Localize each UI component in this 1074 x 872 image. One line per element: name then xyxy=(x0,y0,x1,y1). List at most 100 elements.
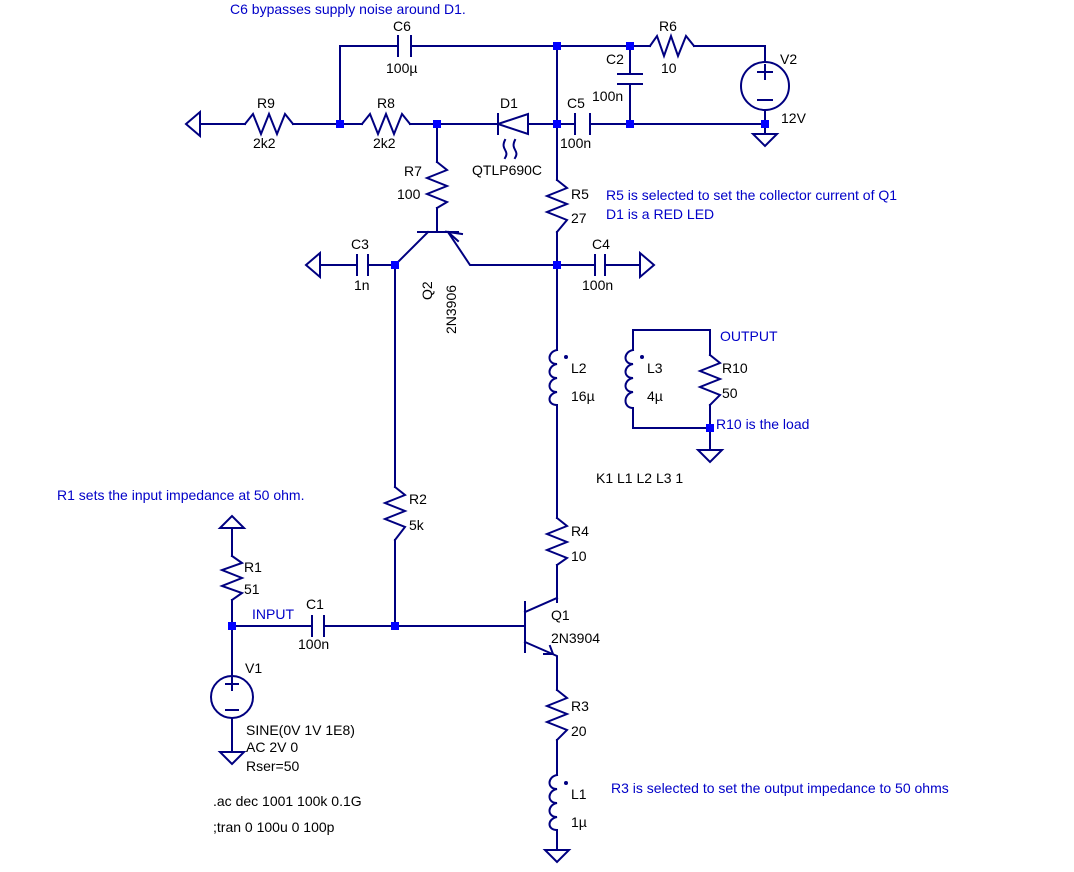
r7-zigzag xyxy=(424,160,450,210)
spice-directives: K1 L1 L2 L3 1 .ac dec 1001 100k 0.1G ;tr… xyxy=(213,470,683,835)
c3-plates xyxy=(356,254,369,276)
c2-value: 100n xyxy=(592,88,623,104)
v1-name: V1 xyxy=(245,660,262,676)
r10-comment: R10 is the load xyxy=(716,416,809,432)
grounds xyxy=(184,109,780,864)
tran-directive: ;tran 0 100u 0 100p xyxy=(213,819,335,835)
ground-icon xyxy=(542,849,572,864)
r3-zigzag xyxy=(544,688,570,742)
c5-value: 100n xyxy=(560,135,591,151)
r10-name: R10 xyxy=(722,360,748,376)
d1-name: D1 xyxy=(500,95,518,111)
r7-value: 100 xyxy=(397,186,421,202)
ground-icon xyxy=(304,250,321,280)
c6-name: C6 xyxy=(393,18,411,34)
ground-icon xyxy=(217,751,247,766)
r2-value: 5k xyxy=(409,517,425,533)
l1-name: L1 xyxy=(571,786,587,802)
r1-comment: R1 sets the input impedance at 50 ohm. xyxy=(57,487,304,503)
component-labels: C6 100µ R6 10 C2 100n V2 12V R9 2k2 R8 2… xyxy=(244,18,807,830)
comments: C6 bypasses supply noise around D1. R5 i… xyxy=(57,1,949,796)
v2-name: V2 xyxy=(780,51,797,67)
l1-value: 1µ xyxy=(571,814,587,830)
r2-zigzag xyxy=(382,485,408,542)
l2-name: L2 xyxy=(571,360,587,376)
r9-name: R9 xyxy=(257,95,275,111)
r10-value: 50 xyxy=(722,385,738,401)
capacitors xyxy=(311,35,643,637)
l2-coil xyxy=(548,348,559,407)
voltage-source-v2 xyxy=(740,61,790,111)
v2-value: 12V xyxy=(781,110,807,126)
c4-plates xyxy=(594,254,606,276)
q2-value: 2N3906 xyxy=(443,285,459,334)
r10-zigzag xyxy=(697,353,723,407)
l1-dot xyxy=(564,781,568,785)
r4-name: R4 xyxy=(571,523,589,539)
c4-value: 100n xyxy=(582,277,613,293)
r3-name: R3 xyxy=(571,698,589,714)
r5-comment: R5 is selected to set the collector curr… xyxy=(606,187,897,203)
c3-name: C3 xyxy=(351,236,369,252)
voltage-source-v1 xyxy=(210,675,254,719)
led-d1 xyxy=(494,112,529,160)
ground-icon xyxy=(639,250,656,280)
r3-comment: R3 is selected to set the output impedan… xyxy=(611,780,949,796)
ac-directive: .ac dec 1001 100k 0.1G xyxy=(213,793,362,809)
c4-name: C4 xyxy=(592,236,610,252)
r6-zigzag xyxy=(648,32,696,60)
net-label-output: OUTPUT xyxy=(720,328,778,344)
ground-icon xyxy=(184,109,201,139)
q1-name: Q1 xyxy=(551,607,570,623)
r4-value: 10 xyxy=(571,548,587,564)
r5-value: 27 xyxy=(571,210,587,226)
r7-name: R7 xyxy=(404,163,422,179)
l3-name: L3 xyxy=(647,360,663,376)
c6-value: 100µ xyxy=(386,60,417,76)
coupling-directive: K1 L1 L2 L3 1 xyxy=(596,470,683,486)
l2-dot xyxy=(564,355,568,359)
c1-value: 100n xyxy=(298,636,329,652)
c3-value: 1n xyxy=(354,277,370,293)
resistors xyxy=(219,32,723,742)
r5-zigzag xyxy=(544,178,570,234)
r3-value: 20 xyxy=(571,723,587,739)
r9-value: 2k2 xyxy=(253,135,276,151)
d1-value: QTLP690C xyxy=(472,162,542,178)
v1-line1: SINE(0V 1V 1E8) xyxy=(246,722,355,738)
r8-zigzag xyxy=(360,111,412,137)
l3-dot xyxy=(640,355,644,359)
ground-icon xyxy=(695,449,725,464)
r4-zigzag xyxy=(544,516,570,567)
v1-line2: AC 2V 0 xyxy=(246,739,298,755)
d1-comment: D1 is a RED LED xyxy=(606,206,714,222)
c2-plates xyxy=(617,73,643,85)
l3-coil xyxy=(624,348,635,410)
c1-name: C1 xyxy=(306,596,324,612)
r9-zigzag xyxy=(243,111,295,137)
l3-value: 4µ xyxy=(647,388,663,404)
r8-name: R8 xyxy=(377,95,395,111)
nodes xyxy=(228,42,769,630)
r6-name: R6 xyxy=(659,18,677,34)
l1-coil xyxy=(548,773,559,832)
r1-name: R1 xyxy=(244,559,262,575)
r1-value: 51 xyxy=(244,581,260,597)
q2-name: Q2 xyxy=(419,281,435,300)
inductors xyxy=(548,348,644,832)
light-arrow-icon xyxy=(502,138,508,160)
v1-line3: Rser=50 xyxy=(246,758,300,774)
r6-value: 10 xyxy=(661,60,677,76)
r5-name: R5 xyxy=(571,186,589,202)
c2-name: C2 xyxy=(606,51,624,67)
c1-plates xyxy=(311,615,325,637)
r2-name: R2 xyxy=(409,491,427,507)
c6-plates xyxy=(397,35,412,57)
c5-name: C5 xyxy=(567,95,585,111)
r8-value: 2k2 xyxy=(373,135,396,151)
c6-comment: C6 bypasses supply noise around D1. xyxy=(230,1,466,17)
q1-value: 2N3904 xyxy=(551,630,600,646)
supply-up-icon xyxy=(217,514,247,540)
net-label-input: INPUT xyxy=(252,606,294,622)
r1-zigzag xyxy=(219,554,245,602)
